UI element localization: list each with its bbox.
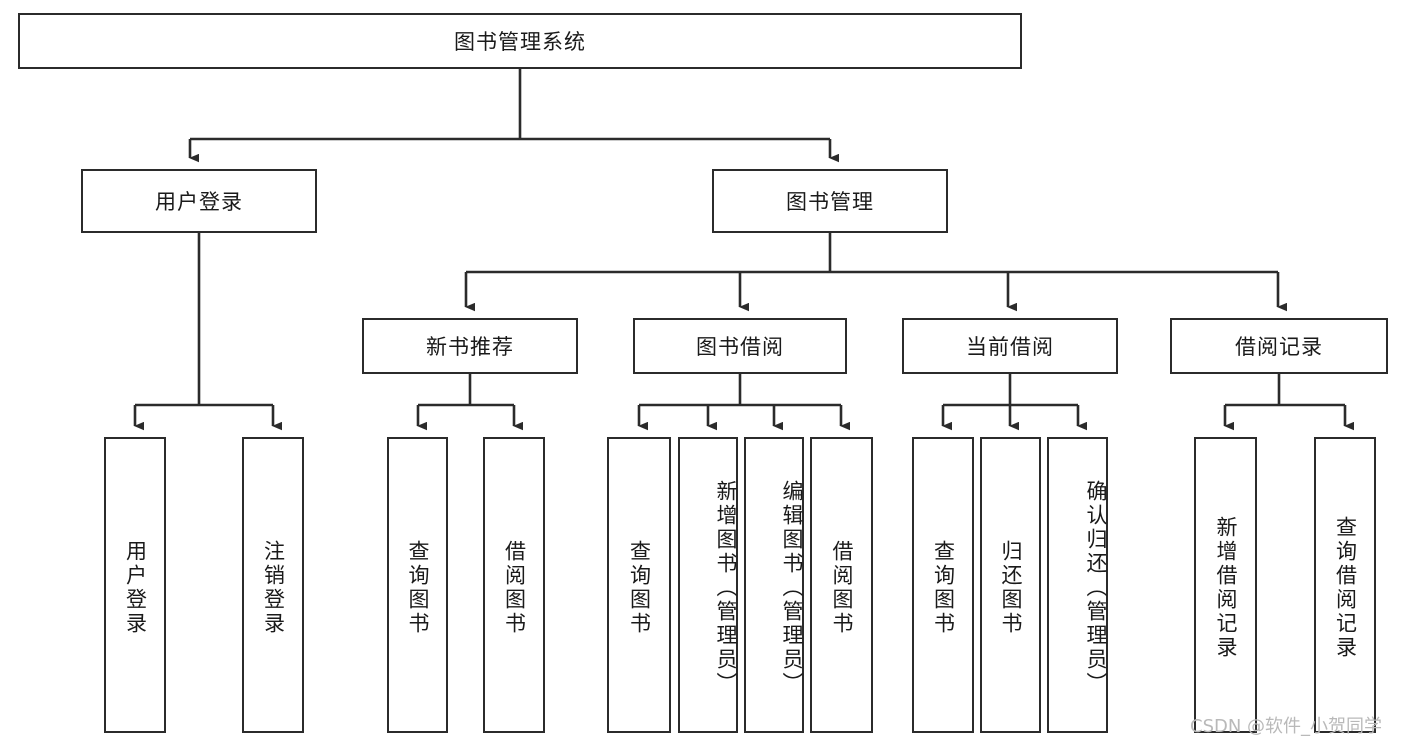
node-book-manage-label: 图书管理: [786, 190, 874, 214]
node-book-manage[interactable]: 图书管理: [712, 169, 948, 233]
node-leaf-edit-book[interactable]: 编辑图书（管理员）: [744, 437, 804, 733]
node-leaf-user-login[interactable]: 用户登录: [104, 437, 166, 733]
node-leaf-query-book-recommend-label: 查询图书: [406, 540, 430, 636]
node-borrow-record[interactable]: 借阅记录: [1170, 318, 1388, 374]
node-leaf-query-borrow-record-label: 查询借阅记录: [1333, 516, 1358, 660]
node-book-borrow[interactable]: 图书借阅: [633, 318, 847, 374]
node-borrow-record-label: 借阅记录: [1235, 335, 1323, 359]
node-new-book-recommend-label: 新书推荐: [426, 335, 514, 359]
node-leaf-query-borrow-record[interactable]: 查询借阅记录: [1314, 437, 1376, 733]
node-leaf-return-book-label: 归还图书: [999, 540, 1023, 636]
node-leaf-borrow-book-label: 借阅图书: [830, 540, 854, 636]
node-new-book-recommend[interactable]: 新书推荐: [362, 318, 578, 374]
node-leaf-query-book[interactable]: 查询图书: [607, 437, 671, 733]
node-leaf-user-login-label: 用户登录: [123, 540, 148, 636]
node-leaf-query-book-current[interactable]: 查询图书: [912, 437, 974, 733]
node-current-borrow[interactable]: 当前借阅: [902, 318, 1118, 374]
node-leaf-add-borrow-record-label: 新增借阅记录: [1214, 516, 1238, 660]
node-current-borrow-label: 当前借阅: [966, 335, 1054, 359]
node-leaf-return-book[interactable]: 归还图书: [980, 437, 1041, 733]
node-root-label: 图书管理系统: [454, 30, 586, 54]
node-leaf-confirm-return-label: 确认归还（管理员）: [1084, 480, 1108, 696]
node-user-login[interactable]: 用户登录: [81, 169, 317, 233]
node-leaf-add-book-label: 新增图书（管理员）: [714, 480, 738, 696]
node-leaf-query-book-label: 查询图书: [627, 540, 652, 636]
node-leaf-add-borrow-record[interactable]: 新增借阅记录: [1194, 437, 1257, 733]
node-leaf-borrow-book-recommend-label: 借阅图书: [502, 540, 527, 636]
node-leaf-logout[interactable]: 注销登录: [242, 437, 304, 733]
node-leaf-edit-book-label: 编辑图书（管理员）: [780, 480, 804, 696]
node-leaf-logout-label: 注销登录: [261, 540, 286, 636]
node-leaf-add-book[interactable]: 新增图书（管理员）: [678, 437, 738, 733]
node-book-borrow-label: 图书借阅: [696, 335, 784, 359]
node-leaf-confirm-return[interactable]: 确认归还（管理员）: [1047, 437, 1108, 733]
watermark: CSDN @软件_小贺同学: [1190, 716, 1383, 737]
node-root[interactable]: 图书管理系统: [18, 13, 1022, 69]
node-leaf-borrow-book[interactable]: 借阅图书: [810, 437, 873, 733]
node-user-login-label: 用户登录: [155, 190, 243, 214]
node-leaf-query-book-recommend[interactable]: 查询图书: [387, 437, 448, 733]
node-leaf-borrow-book-recommend[interactable]: 借阅图书: [483, 437, 545, 733]
node-leaf-query-book-current-label: 查询图书: [931, 540, 956, 636]
